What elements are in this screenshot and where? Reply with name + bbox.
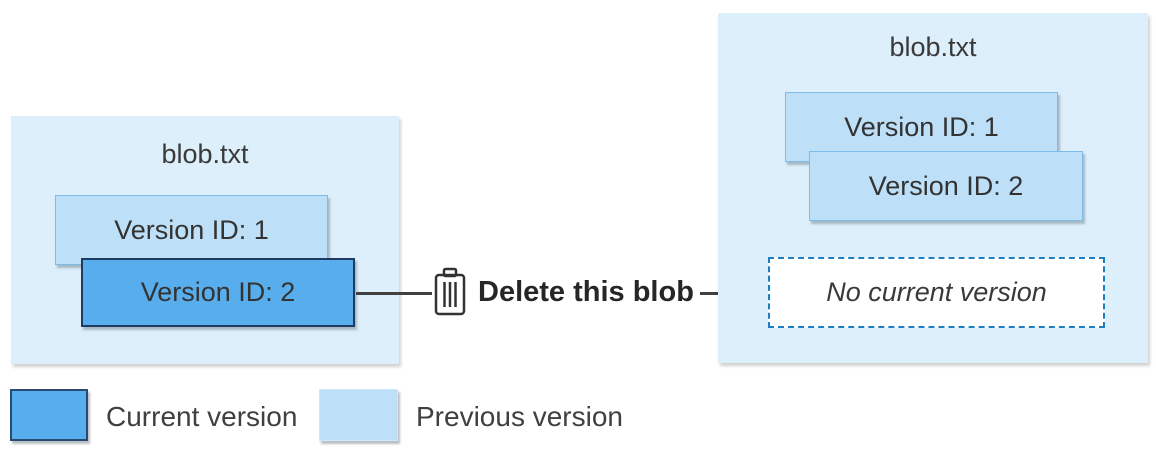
version-box-previous: Version ID: 2 [809,151,1083,221]
legend-swatch-current-version [10,389,88,441]
trash-icon [432,267,468,322]
connector-line-left [356,292,432,295]
legend-label-previous-version: Previous version [416,401,623,432]
delete-action-label: Delete this blob [478,276,694,308]
blob-container-after: blob.txt Version ID: 1 Version ID: 2 No … [718,13,1148,363]
version-box-current: Version ID: 2 [81,258,355,327]
no-current-version-box: No current version [768,257,1105,328]
blob-container-before: blob.txt Version ID: 1 Version ID: 2 [11,116,399,364]
blob-title-before: blob.txt [161,139,249,169]
legend-swatch-previous-version [319,389,398,441]
blob-title-after: blob.txt [889,32,977,62]
version-box-previous: Version ID: 1 [785,92,1058,162]
version-box-previous: Version ID: 1 [55,195,328,265]
legend-label-current-version: Current version [106,401,298,432]
